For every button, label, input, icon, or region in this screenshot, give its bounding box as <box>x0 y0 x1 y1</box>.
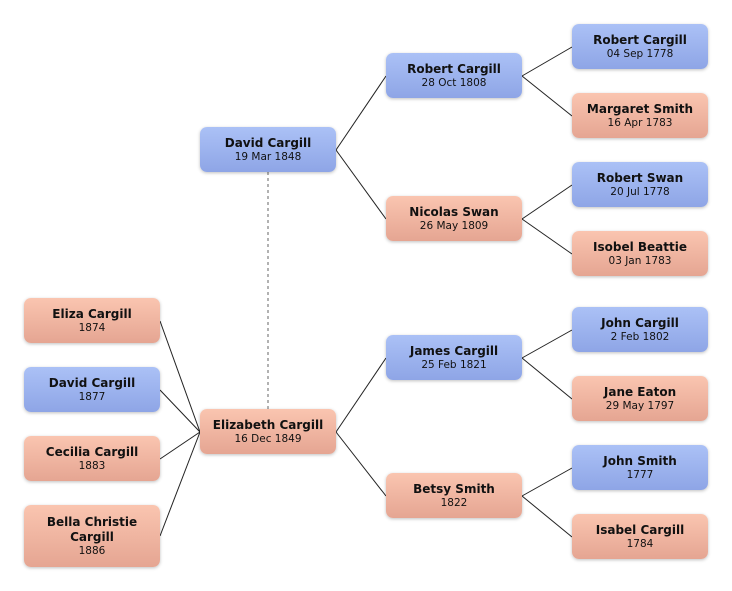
person-name: Elizabeth Cargill <box>212 417 324 432</box>
connector <box>335 431 387 497</box>
person-date: 04 Sep 1778 <box>606 47 674 60</box>
connector <box>521 329 573 359</box>
person-name: David Cargill <box>48 375 136 390</box>
person-date: 16 Apr 1783 <box>607 116 673 129</box>
person-name: Robert Cargill <box>407 61 501 76</box>
person-name: Margaret Smith <box>586 101 694 116</box>
connector <box>521 75 573 117</box>
person-child[interactable]: Eliza Cargill 1874 <box>24 298 160 343</box>
person-date: 1874 <box>78 321 106 334</box>
person-great-grandparent[interactable]: Robert Cargill 04 Sep 1778 <box>572 24 708 69</box>
person-date: 1886 <box>78 544 106 557</box>
person-grandparent[interactable]: Betsy Smith 1822 <box>386 473 522 518</box>
connector <box>159 389 201 433</box>
person-name: Robert Cargill <box>593 32 687 47</box>
connector <box>335 149 387 220</box>
person-date: 20 Jul 1778 <box>610 185 670 198</box>
person-date: 2 Feb 1802 <box>610 330 670 343</box>
person-date: 1822 <box>440 496 468 509</box>
connector <box>521 218 573 255</box>
person-name: Cecilia Cargill <box>45 444 139 459</box>
person-date: 1877 <box>78 390 106 403</box>
person-date: 1883 <box>78 459 106 472</box>
person-date: 16 Dec 1849 <box>234 432 302 445</box>
person-child[interactable]: Bella Christie Cargill 1886 <box>24 505 160 567</box>
person-great-grandparent[interactable]: Jane Eaton 29 May 1797 <box>572 376 708 421</box>
person-great-grandparent[interactable]: Robert Swan 20 Jul 1778 <box>572 162 708 207</box>
person-grandparent[interactable]: Nicolas Swan 26 May 1809 <box>386 196 522 241</box>
person-date: 28 Oct 1808 <box>421 76 487 89</box>
person-name: Betsy Smith <box>413 481 495 496</box>
connector <box>335 357 387 433</box>
connector <box>159 320 201 433</box>
person-great-grandparent[interactable]: John Smith 1777 <box>572 445 708 490</box>
person-great-grandparent[interactable]: Isobel Beattie 03 Jan 1783 <box>572 231 708 276</box>
person-child[interactable]: David Cargill 1877 <box>24 367 160 412</box>
person-name: Eliza Cargill <box>52 306 132 321</box>
person-great-grandparent[interactable]: John Cargill 2 Feb 1802 <box>572 307 708 352</box>
person-date: 03 Jan 1783 <box>608 254 672 267</box>
person-name: David Cargill <box>224 135 312 150</box>
connector <box>521 184 573 220</box>
person-child[interactable]: Cecilia Cargill 1883 <box>24 436 160 481</box>
connector <box>159 431 201 537</box>
person-grandparent[interactable]: Robert Cargill 28 Oct 1808 <box>386 53 522 98</box>
person-date: 19 Mar 1848 <box>234 150 302 163</box>
person-date: 25 Feb 1821 <box>421 358 487 371</box>
connector <box>521 46 573 77</box>
person-date: 29 May 1797 <box>605 399 675 412</box>
connector <box>335 75 387 151</box>
person-name: Bella Christie Cargill <box>46 514 138 544</box>
person-name: James Cargill <box>409 343 499 358</box>
person-name: Jane Eaton <box>603 384 677 399</box>
person-date: 26 May 1809 <box>419 219 489 232</box>
person-name: Robert Swan <box>596 170 684 185</box>
person-name: Isabel Cargill <box>595 522 685 537</box>
person-father[interactable]: David Cargill 19 Mar 1848 <box>200 127 336 172</box>
person-great-grandparent[interactable]: Margaret Smith 16 Apr 1783 <box>572 93 708 138</box>
person-name: Nicolas Swan <box>409 204 499 219</box>
connector <box>521 495 573 538</box>
person-mother[interactable]: Elizabeth Cargill 16 Dec 1849 <box>200 409 336 454</box>
connector <box>159 431 201 460</box>
connector <box>521 357 573 400</box>
person-name: Isobel Beattie <box>593 239 687 254</box>
person-great-grandparent[interactable]: Isabel Cargill 1784 <box>572 514 708 559</box>
person-name: John Cargill <box>601 315 679 330</box>
person-date: 1777 <box>626 468 654 481</box>
person-name: John Smith <box>603 453 677 468</box>
person-grandparent[interactable]: James Cargill 25 Feb 1821 <box>386 335 522 380</box>
connector <box>521 467 573 497</box>
person-date: 1784 <box>626 537 654 550</box>
